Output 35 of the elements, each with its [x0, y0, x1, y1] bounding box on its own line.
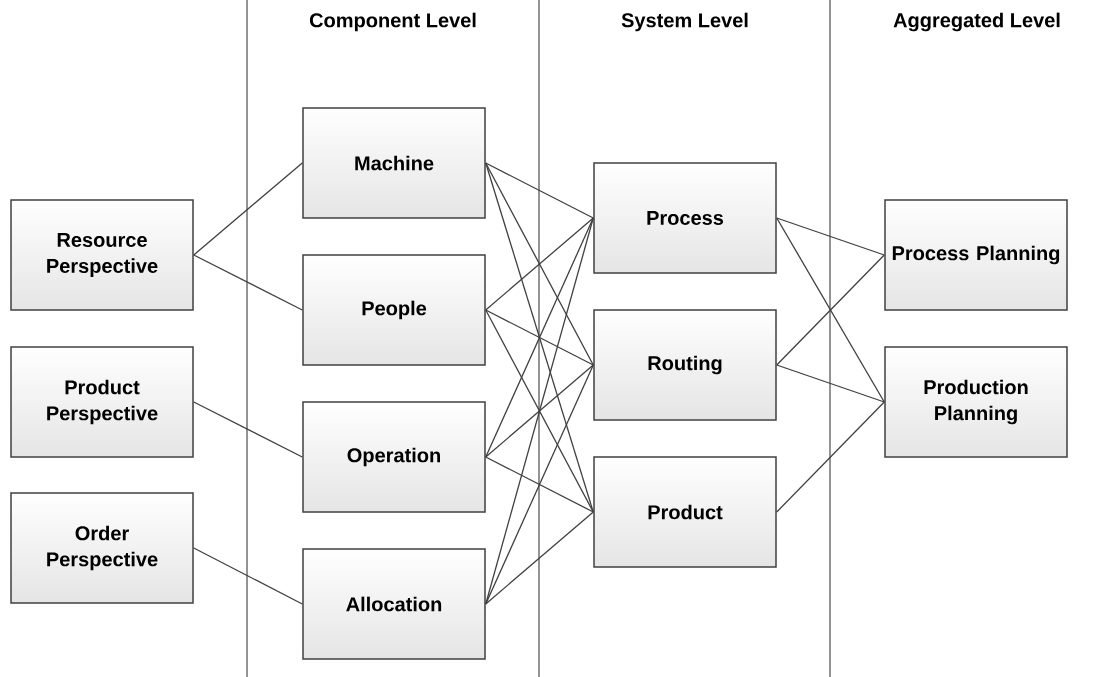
process-box: People: [302, 254, 486, 366]
connector-line: [485, 162, 594, 366]
connector-line: [776, 254, 885, 366]
connector-line: [485, 309, 594, 513]
connector-line: [776, 364, 885, 403]
connector-line: [776, 401, 885, 513]
process-box: Resource Perspective: [10, 199, 194, 311]
process-box: Operation: [302, 401, 486, 513]
connector-line: [193, 547, 303, 605]
connector-line: [485, 162, 594, 219]
process-box: Product: [593, 456, 777, 568]
column-heading: Aggregated Level: [891, 10, 1063, 34]
process-box: Routing: [593, 309, 777, 421]
connector-line: [485, 364, 594, 458]
process-box: Process: [593, 162, 777, 274]
process-box: Product Perspective: [10, 346, 194, 458]
process-box: Machine: [302, 107, 486, 219]
connector-line: [485, 511, 594, 605]
connector-line: [485, 217, 594, 311]
process-box: Order Perspective: [10, 492, 194, 604]
connector-line: [485, 364, 594, 605]
connector-line: [485, 309, 594, 366]
connector-line: [193, 162, 303, 256]
process-box: Process Planning: [884, 199, 1068, 311]
connector-line: [193, 254, 303, 311]
connector-line: [776, 217, 885, 403]
connector-line: [485, 217, 594, 458]
connector-line: [776, 217, 885, 256]
column-heading: System Level: [619, 10, 751, 34]
connector-line: [193, 401, 303, 458]
column-heading: Component Level: [307, 10, 479, 34]
process-box: Allocation: [302, 548, 486, 660]
process-box: Production Planning: [884, 346, 1068, 458]
connector-line: [485, 217, 594, 605]
connector-line: [485, 456, 594, 513]
